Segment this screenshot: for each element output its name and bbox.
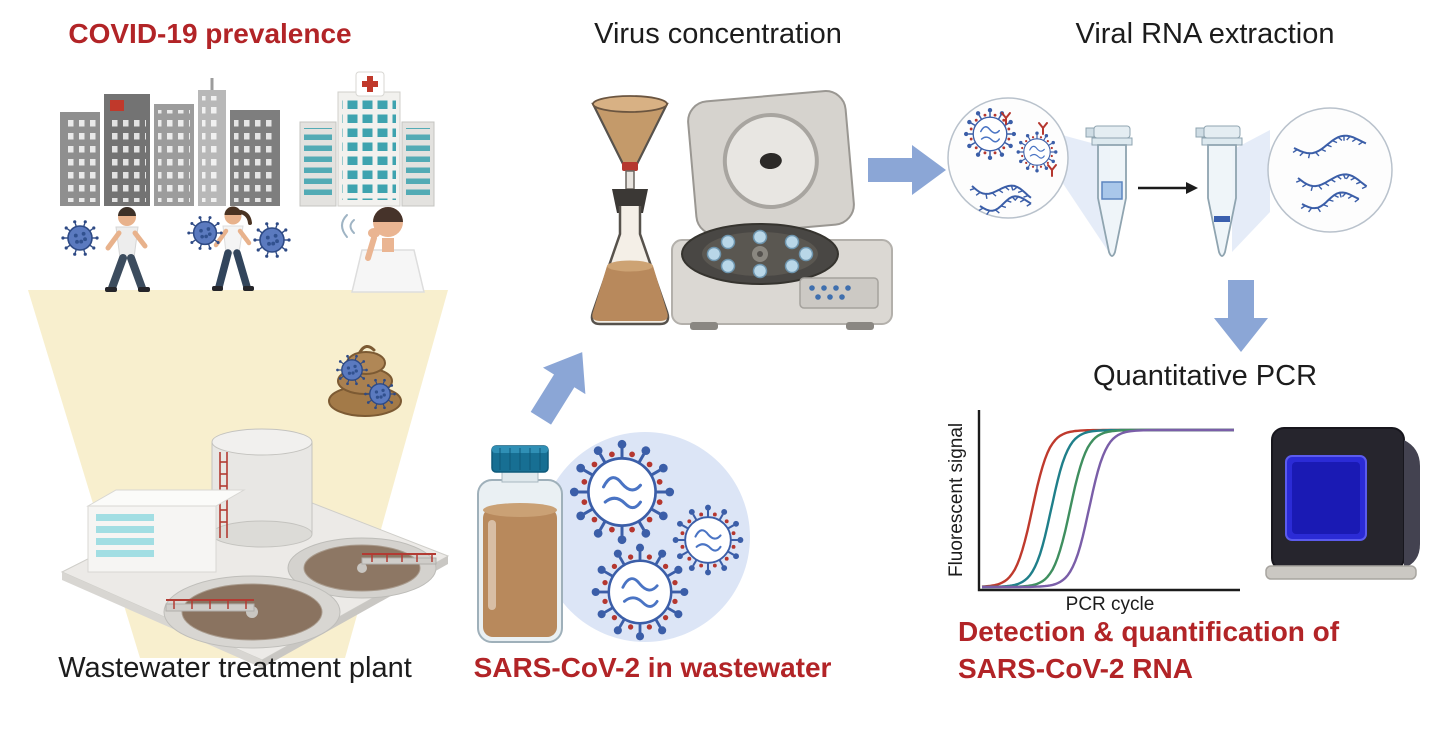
rna-strand-icon (1300, 191, 1360, 213)
sars-cov-2-virus-icon (963, 107, 1017, 161)
rna-strand-icon (1292, 134, 1367, 159)
running-person-icon (212, 206, 254, 291)
transfer-arrow-icon (1138, 182, 1198, 194)
rna-strand-icon (978, 195, 1032, 216)
virus-icon (336, 354, 368, 386)
qpcr-curves (981, 428, 1234, 589)
filter-funnel-flask-icon (590, 95, 670, 326)
detection-label-line1: Detection & quantification of (958, 616, 1340, 647)
microcentrifuge-tube-2-icon (1195, 125, 1243, 257)
covid-prevalence-label: COVID-19 prevalence (68, 18, 352, 49)
virus-concentration-label: Virus concentration (594, 18, 842, 50)
sars-cov-2-virus-icon (672, 504, 744, 576)
flow-arrow-right-icon (868, 145, 946, 195)
virus-icon (187, 216, 223, 250)
red-cross-icon (362, 76, 378, 92)
virus-icon (61, 220, 99, 256)
qpcr-ylabel: Fluorescent signal (946, 422, 968, 578)
virus-icon (364, 378, 396, 410)
treatment-plant-icon (60, 428, 450, 668)
rna-circle (1267, 107, 1393, 233)
sars-cov-2-virus-icon (569, 439, 675, 545)
rna-strand-icon (1295, 173, 1368, 192)
rna-strand-icon (969, 184, 1032, 200)
flow-arrow-up-icon (530, 352, 586, 425)
rna-extraction-label: Viral RNA extraction (1075, 18, 1335, 50)
centrifuge-icon (671, 90, 893, 330)
hospital-icon (299, 71, 435, 207)
coughing-person-icon (341, 207, 425, 293)
qpcr-machine-icon (1265, 427, 1420, 580)
walking-person-icon (105, 207, 150, 292)
magnifier-wedge (1232, 130, 1270, 252)
sars-in-wastewater-label: SARS-CoV-2 in wastewater (473, 652, 832, 683)
city-buildings-icon (60, 78, 280, 206)
antibody-icons (1001, 112, 1057, 177)
qpcr-xlabel: PCR cycle (1065, 594, 1155, 615)
qpcr-plot (977, 410, 1240, 592)
wastewater-plant-label: Wastewater treatment plant (58, 652, 412, 684)
sars-cov-2-virus-icon (591, 543, 689, 641)
detection-label-line2: SARS-CoV-2 RNA (958, 653, 1193, 684)
sample-bottle-icon (477, 445, 563, 643)
flow-arrow-down-icon (1214, 280, 1268, 352)
microcentrifuge-tube-1-icon (1085, 125, 1133, 257)
qpcr-title-label: Quantitative PCR (1092, 360, 1318, 392)
virus-icon (253, 222, 291, 258)
sars-cov-2-virus-icon (1016, 131, 1058, 173)
